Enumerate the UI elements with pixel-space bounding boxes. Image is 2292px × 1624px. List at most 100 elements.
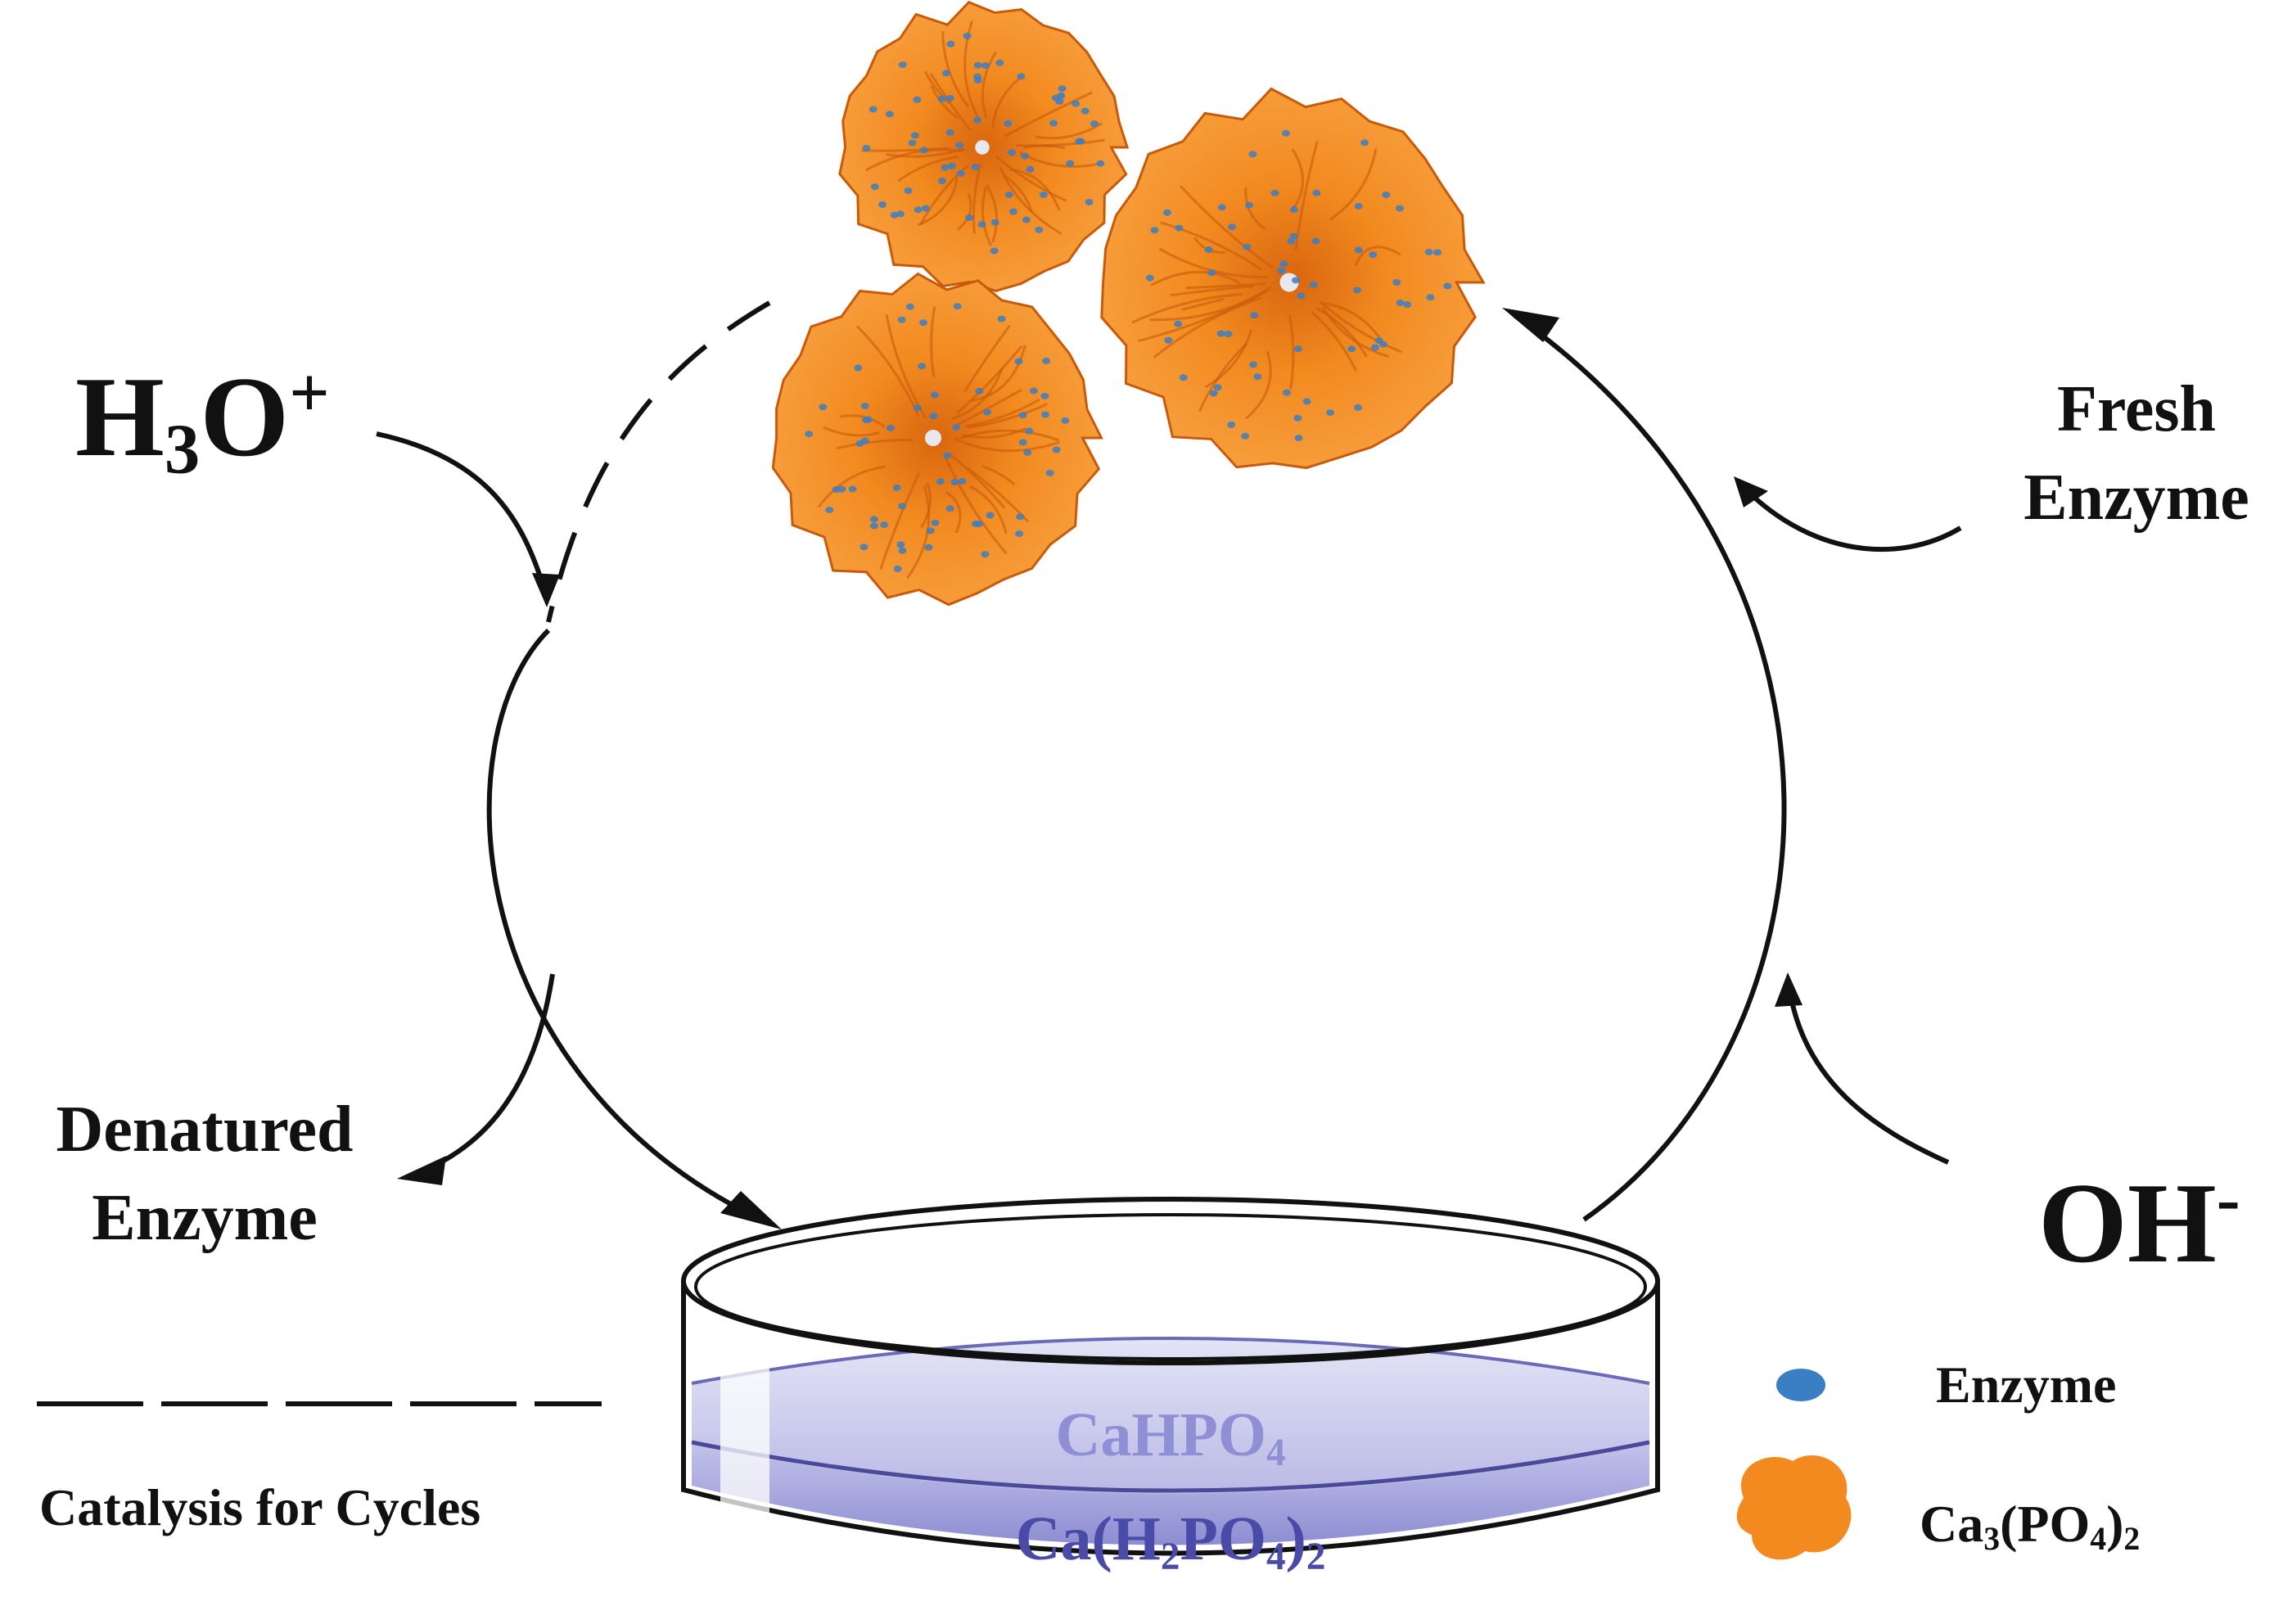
nanoflower-petal-crease xyxy=(836,439,914,450)
enzyme-dot xyxy=(869,522,878,530)
enzyme-dot xyxy=(1057,92,1066,99)
fresh-enzyme-line-2: Enzyme xyxy=(2024,462,2249,534)
enzyme-dot xyxy=(1424,248,1433,255)
nanoflower-petal-crease xyxy=(906,485,931,580)
enzyme-dot xyxy=(1311,237,1320,245)
nanoflower-petal-crease xyxy=(1160,221,1262,271)
enzyme-dot xyxy=(1175,224,1184,232)
denatured-enzyme-line-1: Denatured xyxy=(56,1094,354,1166)
enzyme-dot xyxy=(905,303,914,310)
enzyme-dot xyxy=(1396,299,1405,306)
enzyme-dot xyxy=(1213,384,1222,391)
nanoflower-top xyxy=(838,0,1130,292)
nanoflower-left xyxy=(771,272,1103,607)
nanoflower-petal-crease xyxy=(951,367,1004,420)
enzyme-dot xyxy=(1216,330,1225,337)
enzyme-dot xyxy=(1243,243,1252,250)
enzyme-dot xyxy=(938,178,947,184)
enzyme-dot xyxy=(941,164,950,171)
nanoflower-petal-crease xyxy=(1153,296,1262,359)
nanoflower-petal-crease xyxy=(1315,307,1368,358)
enzyme-dot xyxy=(971,164,980,171)
enzyme-dot xyxy=(1035,226,1044,233)
dish-lower-layer-label: Ca(H2PO4)2 xyxy=(1015,1504,1326,1578)
nanoflower-petal-crease xyxy=(945,490,962,534)
enzyme-dot xyxy=(1326,409,1335,417)
enzyme-dot xyxy=(981,62,990,70)
dish-layer-boundary xyxy=(691,1440,1650,1493)
nanoflower-petal-crease xyxy=(1008,168,1061,211)
nanoflower-petal-crease xyxy=(1170,285,1254,297)
enzyme-dot xyxy=(1040,411,1049,418)
acid-label: H3O+ xyxy=(75,353,330,489)
enzyme-dot xyxy=(1018,439,1027,446)
nanoflower-petal-crease xyxy=(823,426,880,437)
base-input-arrow xyxy=(1786,981,1950,1165)
enzyme-dot xyxy=(950,478,959,485)
enzyme-dot xyxy=(929,413,938,420)
dish-upper-liquid xyxy=(692,1338,1649,1494)
nanoflower-petal-crease xyxy=(1244,187,1266,230)
enzyme-dot xyxy=(956,169,965,177)
nanoflower-petal-crease xyxy=(923,70,950,105)
enzyme-dot xyxy=(860,437,869,444)
enzyme-dot xyxy=(1018,412,1027,419)
enzyme-dot xyxy=(1227,421,1236,428)
nanoflower-petal-crease xyxy=(1150,270,1242,286)
enzyme-dot xyxy=(1049,120,1058,127)
dish-rim-outer xyxy=(681,1197,1660,1365)
enzyme-dot xyxy=(1250,312,1259,319)
enzyme-dot xyxy=(1164,336,1173,344)
nanoflower-petal-crease xyxy=(817,465,886,508)
denatured-enzyme-label: Denatured Enzyme xyxy=(25,1097,385,1251)
enzyme-dot xyxy=(848,485,857,493)
enzyme-dot xyxy=(1021,152,1029,160)
enzyme-dot xyxy=(832,486,841,493)
nanoflower-petal-crease xyxy=(948,452,1006,509)
legend-line-label: Catalysis for Cycles xyxy=(39,1478,481,1536)
enzyme-dot xyxy=(952,424,961,431)
nanoflower-petal-crease xyxy=(969,345,1026,403)
enzyme-dot xyxy=(1204,246,1213,253)
enzyme-dot xyxy=(1270,189,1279,196)
enzyme-dot xyxy=(869,516,878,523)
enzyme-dot xyxy=(1052,446,1061,453)
nanoflower-petal-crease xyxy=(981,51,998,119)
enzyme-dot xyxy=(965,214,974,221)
arrowhead-dish-left xyxy=(720,1191,782,1229)
enzyme-dot xyxy=(1004,192,1013,198)
enzyme-dot xyxy=(1090,120,1099,128)
legend-enzyme-label: Enzyme xyxy=(1936,1356,2117,1414)
enzyme-dot xyxy=(898,547,907,554)
enzyme-dot xyxy=(941,70,950,77)
nanoflower-petal-crease xyxy=(897,156,959,183)
enzyme-dot xyxy=(1061,417,1070,424)
enzyme-dot xyxy=(931,519,940,526)
nanoflower-petal-crease xyxy=(929,73,972,132)
fresh-enzyme-label: Fresh Enzyme xyxy=(1997,377,2276,530)
enzyme-dot xyxy=(958,477,967,485)
enzyme-dot xyxy=(990,219,999,226)
nanoflower-petal-crease xyxy=(954,388,1022,427)
enzyme-dot xyxy=(1015,530,1024,538)
nanoflower-petal-crease xyxy=(865,148,963,172)
enzyme-dot xyxy=(1426,294,1435,301)
enzyme-dot xyxy=(898,61,907,69)
enzyme-dot xyxy=(1209,390,1218,397)
enzyme-dot xyxy=(886,424,895,431)
enzyme-dot xyxy=(819,404,828,411)
fresh-enzyme-input-arrow xyxy=(1737,480,1962,553)
nanoflower-petal-crease xyxy=(964,398,1040,428)
enzyme-dot xyxy=(1150,227,1159,234)
dashed-cycle-arc xyxy=(546,300,771,623)
nanoflower-petal-crease xyxy=(886,147,966,158)
enzyme-dot xyxy=(896,541,905,548)
enzyme-dot xyxy=(869,106,878,113)
enzyme-dot xyxy=(878,201,887,208)
nanoflower-petal-crease xyxy=(1149,286,1272,322)
nanoflower-petal-crease xyxy=(954,437,1060,453)
base-label: OH- xyxy=(2038,1159,2240,1287)
enzyme-dot xyxy=(904,187,913,194)
enzyme-dot xyxy=(924,544,933,551)
enzyme-dot xyxy=(880,521,889,529)
